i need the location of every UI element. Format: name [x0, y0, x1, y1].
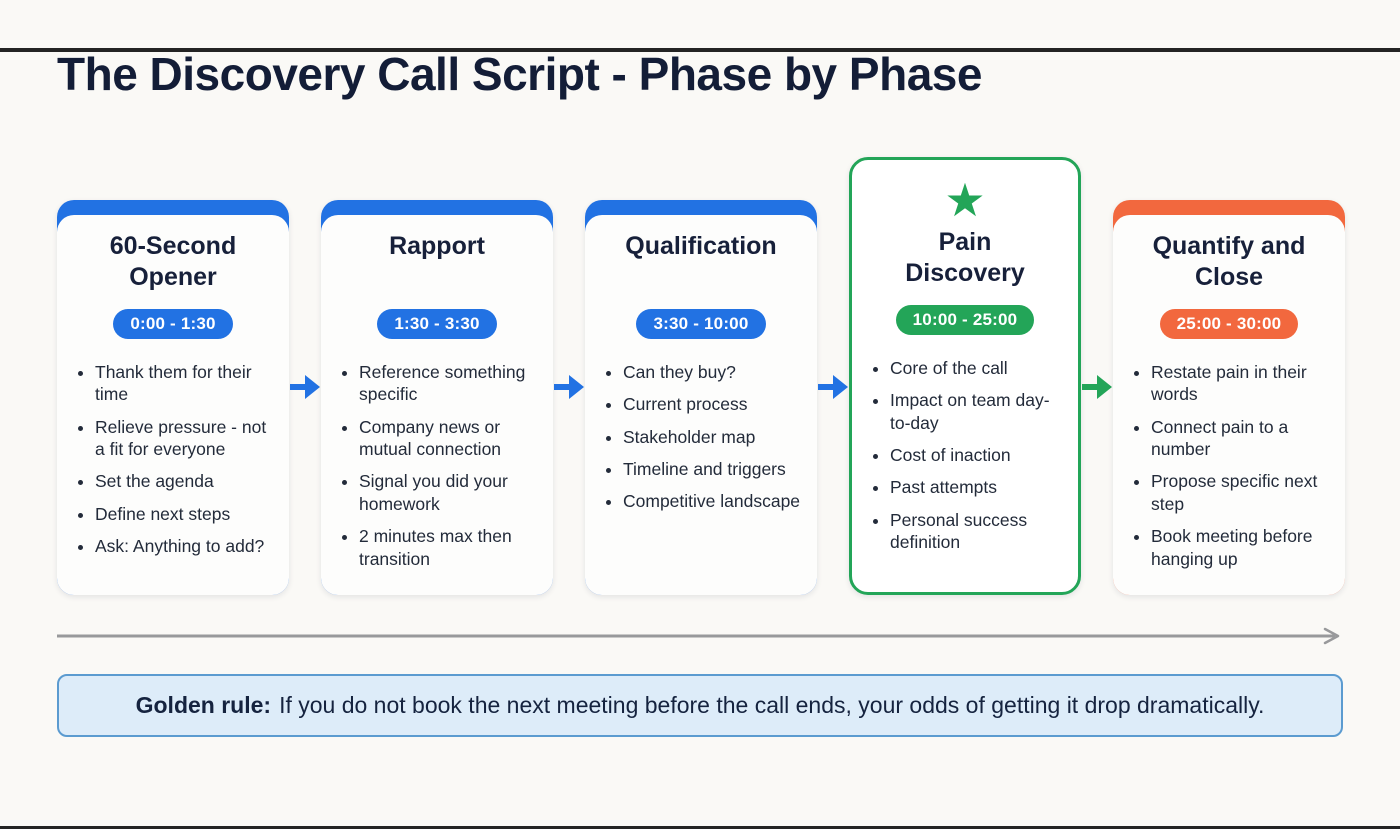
phase-card: 60-Second Opener 0:00 - 1:30 Thank them … [57, 199, 289, 595]
bullet-item: Company news or mutual connection [359, 416, 537, 461]
bullet-item: Define next steps [95, 503, 273, 525]
bullet-item: Can they buy? [623, 361, 801, 383]
bullet-item: Relieve pressure - not a fit for everyon… [95, 416, 273, 461]
golden-rule-text: If you do not book the next meeting befo… [279, 691, 1265, 718]
arrow-right-icon [817, 372, 849, 402]
phase-card: Rapport 1:30 - 3:30 Reference something … [321, 199, 553, 595]
bullet-item: Ask: Anything to add? [95, 535, 273, 557]
phases-row: 60-Second Opener 0:00 - 1:30 Thank them … [57, 156, 1345, 595]
arrow-right-icon [553, 372, 585, 402]
star-icon: ★ [944, 173, 986, 226]
golden-rule-banner: Golden rule: If you do not book the next … [57, 673, 1343, 737]
phase-title: Pain Discovery [905, 227, 1025, 288]
bullet-item: Restate pain in their words [1151, 361, 1329, 406]
phase-card: ★ Pain Discovery 10:00 - 25:00 Core of t… [849, 156, 1081, 595]
bullet-item: Personal success definition [890, 509, 1062, 554]
bullet-item: Signal you did your homework [359, 470, 537, 515]
phase-bullet-list: Can they buy? Current processStakeholder … [601, 361, 801, 523]
phase-bullet-list: Core of the callImpact on team day-to-da… [868, 357, 1062, 564]
bullet-item: Cost of inaction [890, 444, 1062, 466]
phase-card-body: ★ Pain Discovery 10:00 - 25:00 Core of t… [852, 160, 1078, 592]
page-title: The Discovery Call Script - Phase by Pha… [57, 48, 982, 100]
phase-card-body: Qualification 3:30 - 10:00 Can they buy?… [585, 214, 817, 595]
bullet-item: Competitive landscape [623, 490, 801, 512]
phase-title: Rapport [389, 231, 485, 260]
top-edge-strip [0, 48, 1400, 52]
phase-title: Quantify and Close [1152, 231, 1306, 292]
phase-time-badge: 1:30 - 3:30 [377, 308, 497, 339]
arrow-right-icon [289, 372, 321, 402]
bullet-item: Timeline and triggers [623, 458, 801, 480]
phase-bullet-list: Reference something specificCompany news… [337, 361, 537, 580]
phase-card: Qualification 3:30 - 10:00 Can they buy?… [585, 199, 817, 595]
bullet-item: Stakeholder map [623, 426, 801, 448]
timeline-arrow-icon [57, 627, 1340, 645]
bullet-item: Reference something specific [359, 361, 537, 406]
phase-time-badge: 0:00 - 1:30 [113, 308, 233, 339]
bullet-item: Book meeting before hanging up [1151, 525, 1329, 570]
golden-rule-label: Golden rule: [135, 691, 272, 718]
phase-time-badge: 3:30 - 10:00 [636, 308, 766, 339]
phase-title: 60-Second Opener [109, 231, 237, 292]
bullet-item: Connect pain to a number [1151, 416, 1329, 461]
phase-card-body: Rapport 1:30 - 3:30 Reference something … [321, 214, 553, 595]
bullet-item: Current process [623, 393, 801, 415]
phase-card-body: Quantify and Close 25:00 - 30:00 Restate… [1113, 214, 1345, 595]
bullet-item: Core of the call [890, 357, 1062, 379]
phase-time-badge: 25:00 - 30:00 [1159, 308, 1299, 339]
phase-bullet-list: Restate pain in their wordsConnect pain … [1129, 361, 1329, 580]
bullet-item: Propose specific next step [1151, 470, 1329, 515]
phase-title: Qualification [625, 231, 777, 260]
bullet-item: Thank them for their time [95, 361, 273, 406]
phase-bullet-list: Thank them for their timeRelieve pressur… [73, 361, 273, 568]
timeline [57, 627, 1343, 650]
phase-time-badge: 10:00 - 25:00 [895, 304, 1035, 335]
phase-card-body: 60-Second Opener 0:00 - 1:30 Thank them … [57, 214, 289, 595]
bullet-item: Past attempts [890, 476, 1062, 498]
arrow-right-icon [1081, 372, 1113, 402]
bullet-item: Set the agenda [95, 470, 273, 492]
bullet-item: Impact on team day-to-day [890, 389, 1062, 434]
phase-card: Quantify and Close 25:00 - 30:00 Restate… [1113, 199, 1345, 595]
bullet-item: 2 minutes max then transition [359, 525, 537, 570]
